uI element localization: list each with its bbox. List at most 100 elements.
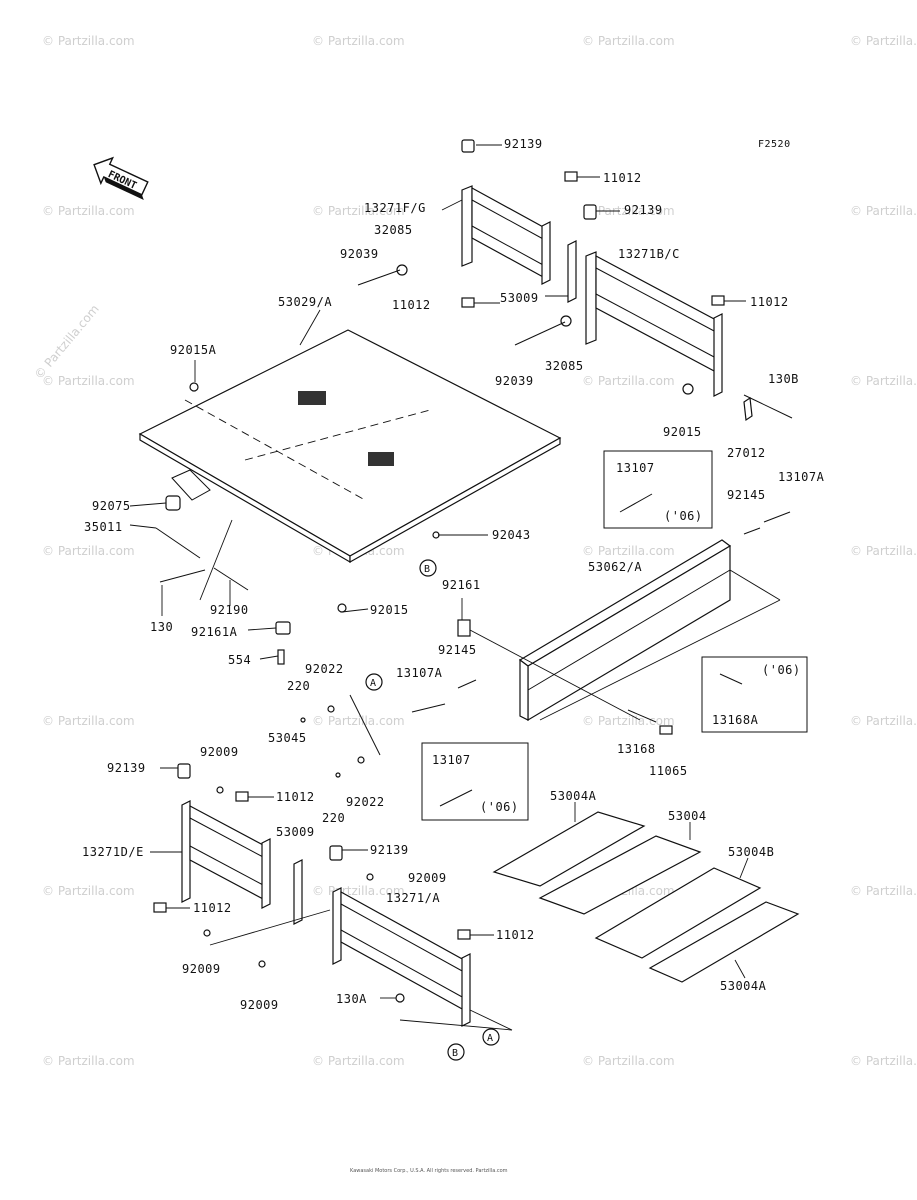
side-gate-upper-left	[357, 139, 578, 308]
watermark: © Partzilla.com	[42, 34, 135, 48]
watermark: © Partzilla.com	[42, 544, 135, 558]
tailgate	[469, 539, 781, 722]
part-label: 92145	[727, 488, 766, 502]
part-label: 13271F/G	[364, 201, 426, 215]
watermark: © Partzilla.com	[850, 1054, 917, 1068]
part-label: 92022	[346, 795, 385, 809]
part-label: 53004B	[728, 845, 774, 859]
watermark: © Partzilla.com	[850, 544, 917, 558]
part-label: 11012	[392, 298, 431, 312]
part-label: 11012	[603, 171, 642, 185]
footer-copyright: Kawasaki Motors Corp., U.S.A. All rights…	[350, 1168, 508, 1174]
part-label: 53004	[668, 809, 707, 823]
watermark: © Partzilla.com	[582, 1054, 675, 1068]
option-box-13107-top	[603, 450, 713, 529]
part-label: 13107A	[778, 470, 825, 484]
part-label: 11012	[276, 790, 315, 804]
part-label: 130A	[336, 992, 367, 1006]
part-label: 92075	[92, 499, 131, 513]
watermark: © Partzilla.com	[42, 204, 135, 218]
part-label: 220	[322, 811, 345, 825]
callout-a: A	[370, 678, 377, 689]
option-box-13107-bottom	[421, 742, 529, 821]
figure-code: F2520	[758, 139, 791, 150]
part-label: 92145	[438, 643, 477, 657]
callouts: B A A B	[365, 559, 500, 1061]
part-label: 92190	[210, 603, 249, 617]
part-labels: 92139 11012 13271F/G 32085 92039 11012 5…	[82, 137, 825, 1012]
part-label: 53029/A	[278, 295, 332, 309]
part-label: ('06)	[664, 509, 703, 523]
watermark: © Partzilla.com	[582, 34, 675, 48]
part-label: 92009	[408, 871, 447, 885]
part-label: 11012	[193, 901, 232, 915]
watermark: © Partzilla.com	[582, 714, 675, 728]
watermark: © Partzilla.com	[42, 1054, 135, 1068]
side-gate-upper-right	[514, 204, 793, 422]
part-label: 53009	[276, 825, 315, 839]
part-label: 92139	[107, 761, 146, 775]
part-label: 32085	[374, 223, 413, 237]
part-label: 35011	[84, 520, 123, 534]
part-label: 92015	[663, 425, 702, 439]
part-label: 92009	[200, 745, 239, 759]
watermark: © Partzilla.com	[850, 714, 917, 728]
watermark: © Partzilla.com	[850, 374, 917, 388]
watermark: © Partzilla.com	[850, 204, 917, 218]
part-label: 11012	[496, 928, 535, 942]
part-label: 92039	[340, 247, 379, 261]
side-gate-lower-left	[153, 763, 331, 968]
cargo-bed-panel	[138, 329, 562, 601]
part-label: 92009	[182, 962, 221, 976]
part-label: 53045	[268, 731, 307, 745]
watermark: © Partzilla.com	[42, 374, 135, 388]
part-label: 92139	[624, 203, 663, 217]
part-label: 13107	[616, 461, 655, 475]
watermark: © Partzilla.com	[312, 714, 405, 728]
part-label: 13168	[617, 742, 656, 756]
part-label: 92039	[495, 374, 534, 388]
part-label: 11012	[750, 295, 789, 309]
front-arrow-icon: FRONT	[93, 156, 149, 201]
callout-b: B	[452, 1048, 459, 1059]
part-label: 53062/A	[588, 560, 642, 574]
side-gate-lower-right	[329, 845, 513, 1031]
callout-b: B	[424, 564, 431, 575]
part-label: 53009	[500, 291, 539, 305]
part-label: 13168A	[712, 713, 759, 727]
part-label: 130B	[768, 372, 799, 386]
part-label: 13271B/C	[618, 247, 680, 261]
part-label: 13107A	[396, 666, 443, 680]
watermark: © Partzilla.com	[582, 544, 675, 558]
part-label: ('06)	[762, 663, 801, 677]
part-label: 53004A	[550, 789, 597, 803]
watermark: © Partzilla.com	[32, 302, 102, 382]
part-label: 130	[150, 620, 173, 634]
watermark: © Partzilla.com	[582, 204, 675, 218]
part-label: 92043	[492, 528, 531, 542]
callout-a: A	[487, 1033, 494, 1044]
option-box-13168a	[701, 656, 808, 733]
part-label: 92015A	[170, 343, 217, 357]
part-label: 220	[287, 679, 310, 693]
part-label: 92015	[370, 603, 409, 617]
part-label: 13271/A	[386, 891, 440, 905]
part-label: 11065	[649, 764, 688, 778]
watermark: © Partzilla.com	[312, 204, 405, 218]
watermark: © Partzilla.com	[850, 34, 917, 48]
part-label: ('06)	[480, 800, 519, 814]
part-label: 27012	[727, 446, 766, 460]
part-label: 92139	[370, 843, 409, 857]
floor-mats	[492, 811, 800, 983]
part-label: 92161	[442, 578, 481, 592]
part-label: 92161A	[191, 625, 238, 639]
watermark: © Partzilla.com	[312, 34, 405, 48]
part-label: 13107	[432, 753, 471, 767]
part-label: 92139	[504, 137, 543, 151]
watermark: © Partzilla.com	[582, 374, 675, 388]
part-label: 53004A	[720, 979, 767, 993]
part-label: 92022	[305, 662, 344, 676]
part-label: 554	[228, 653, 251, 667]
watermark: © Partzilla.com	[42, 714, 135, 728]
